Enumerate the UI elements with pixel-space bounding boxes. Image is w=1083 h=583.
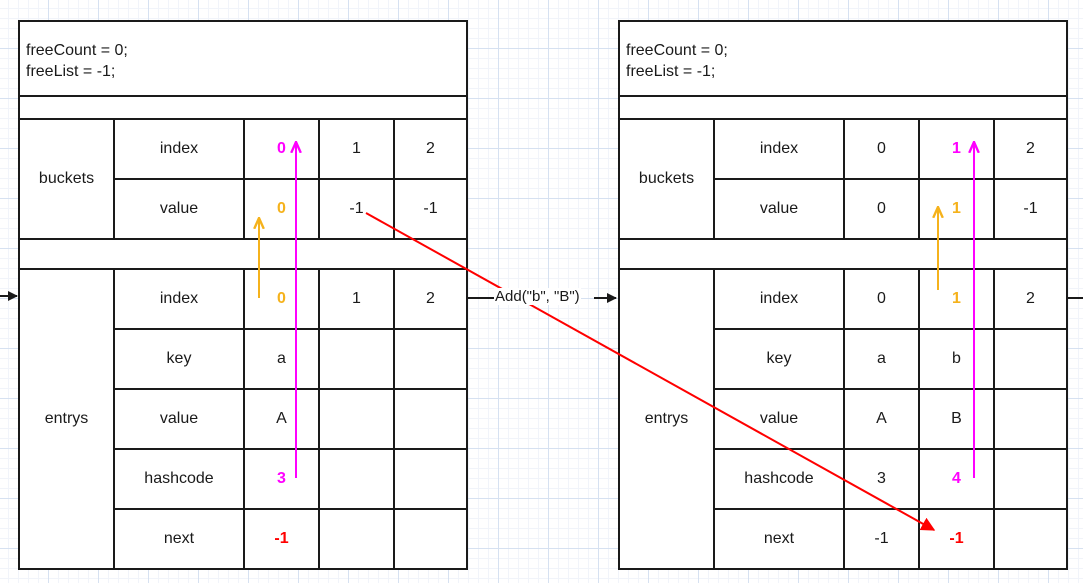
right-free-list: freeList = -1; xyxy=(626,63,716,80)
left-entrys-next-label: next xyxy=(113,508,245,570)
left-entry-value-1 xyxy=(318,388,395,450)
operation-label: Add("b", "B") xyxy=(494,288,581,305)
left-entry-key-2 xyxy=(393,328,468,390)
left-entrys-value-label: value xyxy=(113,388,245,450)
right-bucket-index-0: 0 xyxy=(843,118,920,180)
left-bucket-value-2: -1 xyxy=(393,178,468,240)
left-entrys-hashcode-label: hashcode xyxy=(113,448,245,510)
left-info-box: freeCount = 0; freeList = -1; xyxy=(18,20,468,97)
right-entry-key-2 xyxy=(993,328,1068,390)
right-entry-key-0: a xyxy=(843,328,920,390)
left-spacer-middle xyxy=(18,238,468,270)
right-entrys-key-label: key xyxy=(713,328,845,390)
right-buckets-value-label: value xyxy=(713,178,845,240)
left-entrys-label: entrys xyxy=(18,268,115,570)
left-entry-value-0: A xyxy=(243,388,320,450)
right-entry-next-0: -1 xyxy=(843,508,920,570)
right-entry-next-2 xyxy=(993,508,1068,570)
right-entry-key-1: b xyxy=(918,328,995,390)
right-info-text: freeCount = 0; freeList = -1; xyxy=(626,40,728,82)
left-entry-index-2: 2 xyxy=(393,268,468,330)
bucket-value-to-next-arrow xyxy=(365,212,936,531)
left-buckets-label: buckets xyxy=(18,118,115,240)
right-info-box: freeCount = 0; freeList = -1; xyxy=(618,20,1068,97)
left-bucket-value-0: 0 xyxy=(243,178,320,240)
right-spacer-top xyxy=(618,95,1068,120)
left-entry-hashcode-0: 3 xyxy=(243,448,320,510)
right-free-count: freeCount = 0; xyxy=(626,42,728,59)
right-bucket-value-0: 0 xyxy=(843,178,920,240)
left-info-text: freeCount = 0; freeList = -1; xyxy=(26,40,128,82)
right-entry-hashcode-2 xyxy=(993,448,1068,510)
right-bucket-value-2: -1 xyxy=(993,178,1068,240)
right-entry-value-0: A xyxy=(843,388,920,450)
right-entrys-label: entrys xyxy=(618,268,715,570)
right-entrys-next-label: next xyxy=(713,508,845,570)
left-entry-next-2 xyxy=(393,508,468,570)
left-entry-hashcode-1 xyxy=(318,448,395,510)
left-buckets-value-label: value xyxy=(113,178,245,240)
left-free-count: freeCount = 0; xyxy=(26,42,128,59)
right-bucket-index-2: 2 xyxy=(993,118,1068,180)
right-buckets-label: buckets xyxy=(618,118,715,240)
right-entry-value-2 xyxy=(993,388,1068,450)
left-free-list: freeList = -1; xyxy=(26,63,116,80)
